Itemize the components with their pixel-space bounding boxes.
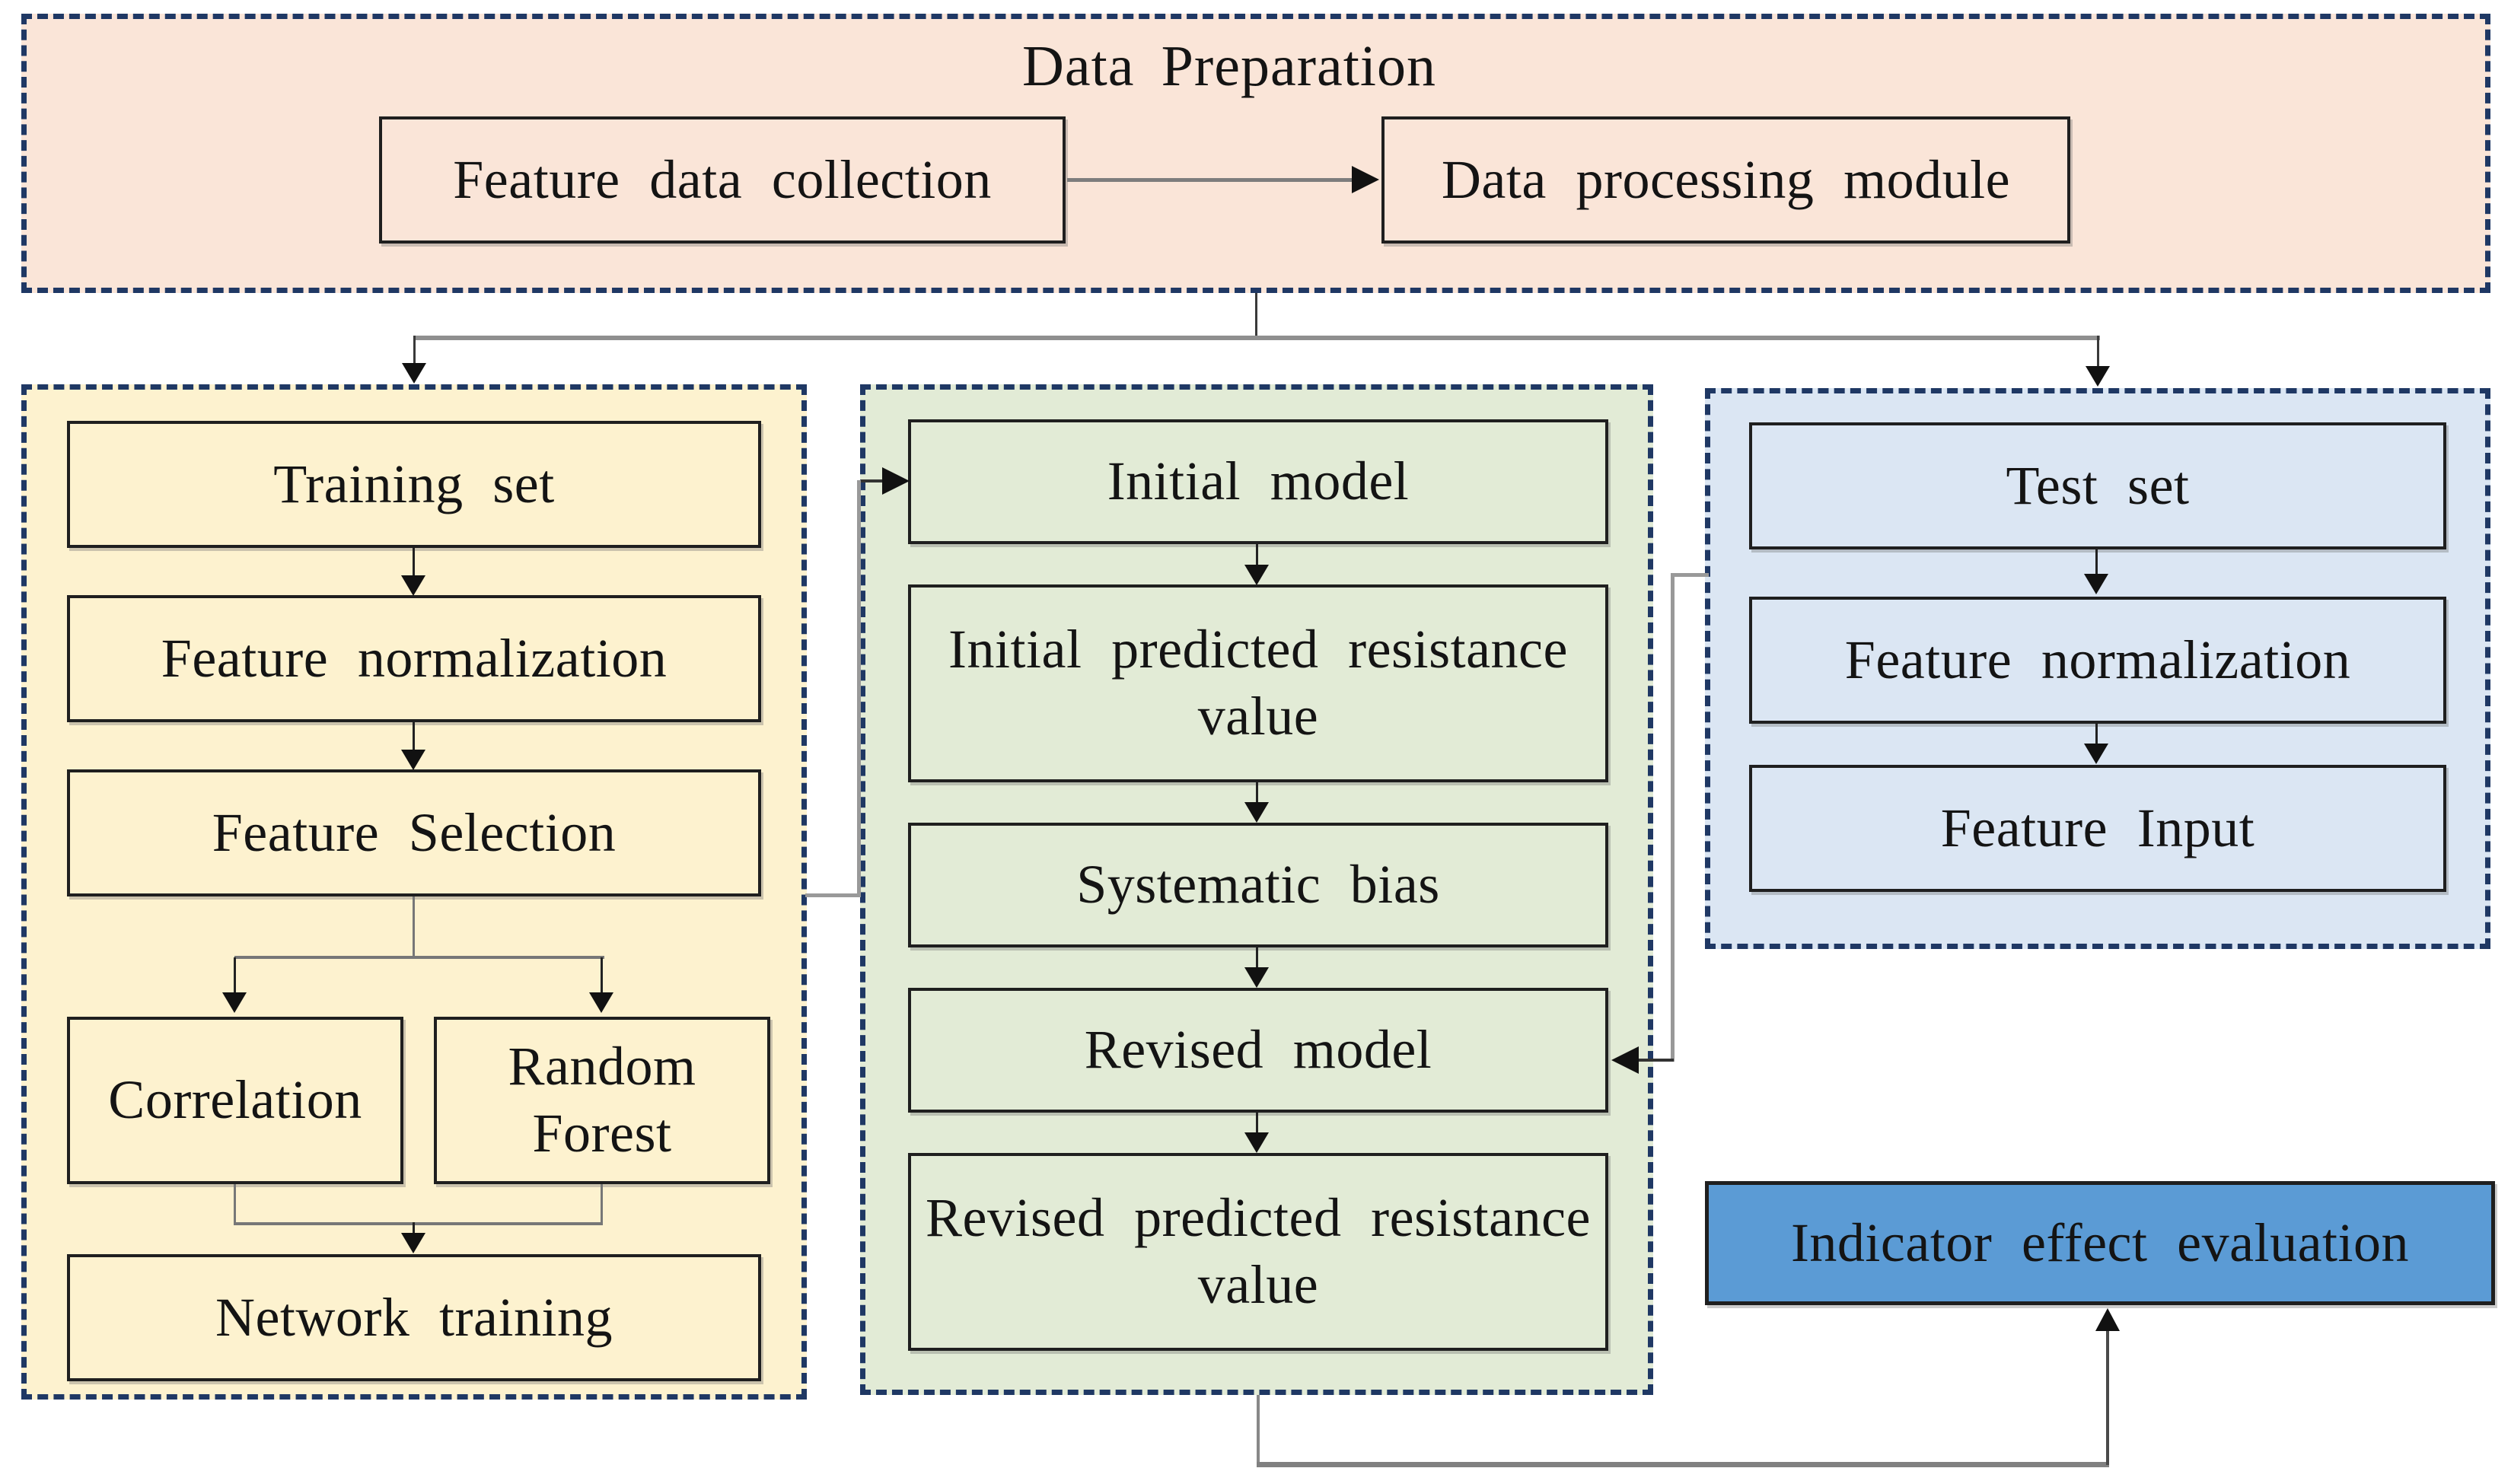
arrowhead-into-initial-model-icon [882,467,910,495]
connector-selection-split-rail-line [234,956,604,959]
connector-selection-split-drop-line [413,896,415,957]
connector-selection-to-initialmodel-riser-line [857,480,861,897]
box-training-set: Training set [67,421,761,548]
arrowhead-into-random-forest-icon [589,992,613,1013]
arrow-trainingset-to-normalization-line [413,548,415,578]
box-initial-predicted-resistance-value: Initial predicted resistance value [908,584,1608,782]
box-random-forest: Random Forest [434,1017,770,1184]
box-revised-model: Revised model [908,988,1608,1113]
box-feature-data-collection: Feature data collection [379,116,1066,244]
arrowhead-into-systematic-bias-icon [1244,802,1269,823]
connector-dataprep-drop-line [1255,293,1257,337]
connector-model-branch-bottom-drop-line [1257,1395,1260,1466]
arrowhead-into-feature-normalization-icon [401,575,425,596]
box-feature-normalization-training: Feature normalization [67,595,761,722]
connector-merge-drop-line [413,1222,415,1234]
arrowhead-into-revised-predicted-icon [1244,1132,1269,1153]
box-indicator-effect-evaluation: Indicator effect evaluation [1705,1181,2495,1305]
arrow-bias-to-revised-line [1256,947,1258,970]
box-initial-model: Initial model [908,419,1608,544]
arrowhead-into-training-panel-icon [402,363,426,384]
connector-drop-to-test-line [2097,336,2099,369]
arrowhead-into-network-training-icon [401,1233,425,1253]
connector-merge-rail-line [234,1222,603,1225]
arrowhead-into-test-panel-icon [2086,366,2110,387]
connector-split-rail-line [414,336,2100,340]
arrowhead-into-feature-input-icon [2084,744,2108,764]
box-correlation: Correlation [67,1017,403,1184]
connector-rise-to-evaluation-line [2106,1331,2109,1465]
connector-selection-exit-stub-line [805,893,860,897]
box-feature-selection: Feature Selection [67,769,761,896]
box-network-training: Network training [67,1254,761,1381]
arrowhead-into-initial-predicted-icon [1244,565,1269,585]
box-revised-predicted-resistance-value: Revised predicted resistance value [908,1153,1608,1351]
box-feature-normalization-test: Feature normalization [1749,597,2446,724]
box-test-set: Test set [1749,422,2446,549]
box-feature-input: Feature Input [1749,765,2446,892]
arrow-testset-to-normalization-line [2095,549,2098,577]
connector-test-to-revisedmodel-drop-line [1671,573,1675,1062]
arrowhead-into-test-normalization-icon [2084,574,2108,594]
box-data-processing-module: Data processing module [1381,116,2070,244]
connector-split-to-random-forest-line [601,957,603,994]
connector-into-initialmodel-line [861,479,885,482]
arrowhead-into-revised-model-side-icon [1611,1046,1639,1074]
arrowhead-into-data-processing-icon [1352,166,1379,193]
arrowhead-into-evaluation-icon [2095,1308,2120,1331]
connector-drop-to-training-line [413,336,416,366]
connector-split-to-correlation-line [234,957,236,994]
arrow-normalization-to-input-line [2095,724,2098,747]
arrowhead-into-correlation-icon [222,992,247,1013]
arrowhead-into-feature-selection-icon [401,750,425,770]
connector-collection-to-processing-line [1067,178,1355,182]
section-title-data-preparation: Data Preparation [1022,34,1436,98]
connector-into-revisedmodel-line [1639,1059,1674,1062]
connector-test-exit-stub-line [1672,573,1709,577]
arrow-normalization-to-selection-line [413,722,415,753]
connector-correlation-merge-line [234,1184,236,1225]
arrowhead-into-revised-model-icon [1244,967,1269,988]
arrow-revised-to-revised-predicted-line [1256,1113,1258,1135]
connector-bottom-rail-line [1257,1462,2109,1467]
connector-random-forest-merge-line [601,1184,603,1225]
arrow-initialmodel-to-predicted-line [1256,544,1258,567]
arrow-predicted-to-bias-line [1256,782,1258,805]
box-systematic-bias: Systematic bias [908,823,1608,947]
